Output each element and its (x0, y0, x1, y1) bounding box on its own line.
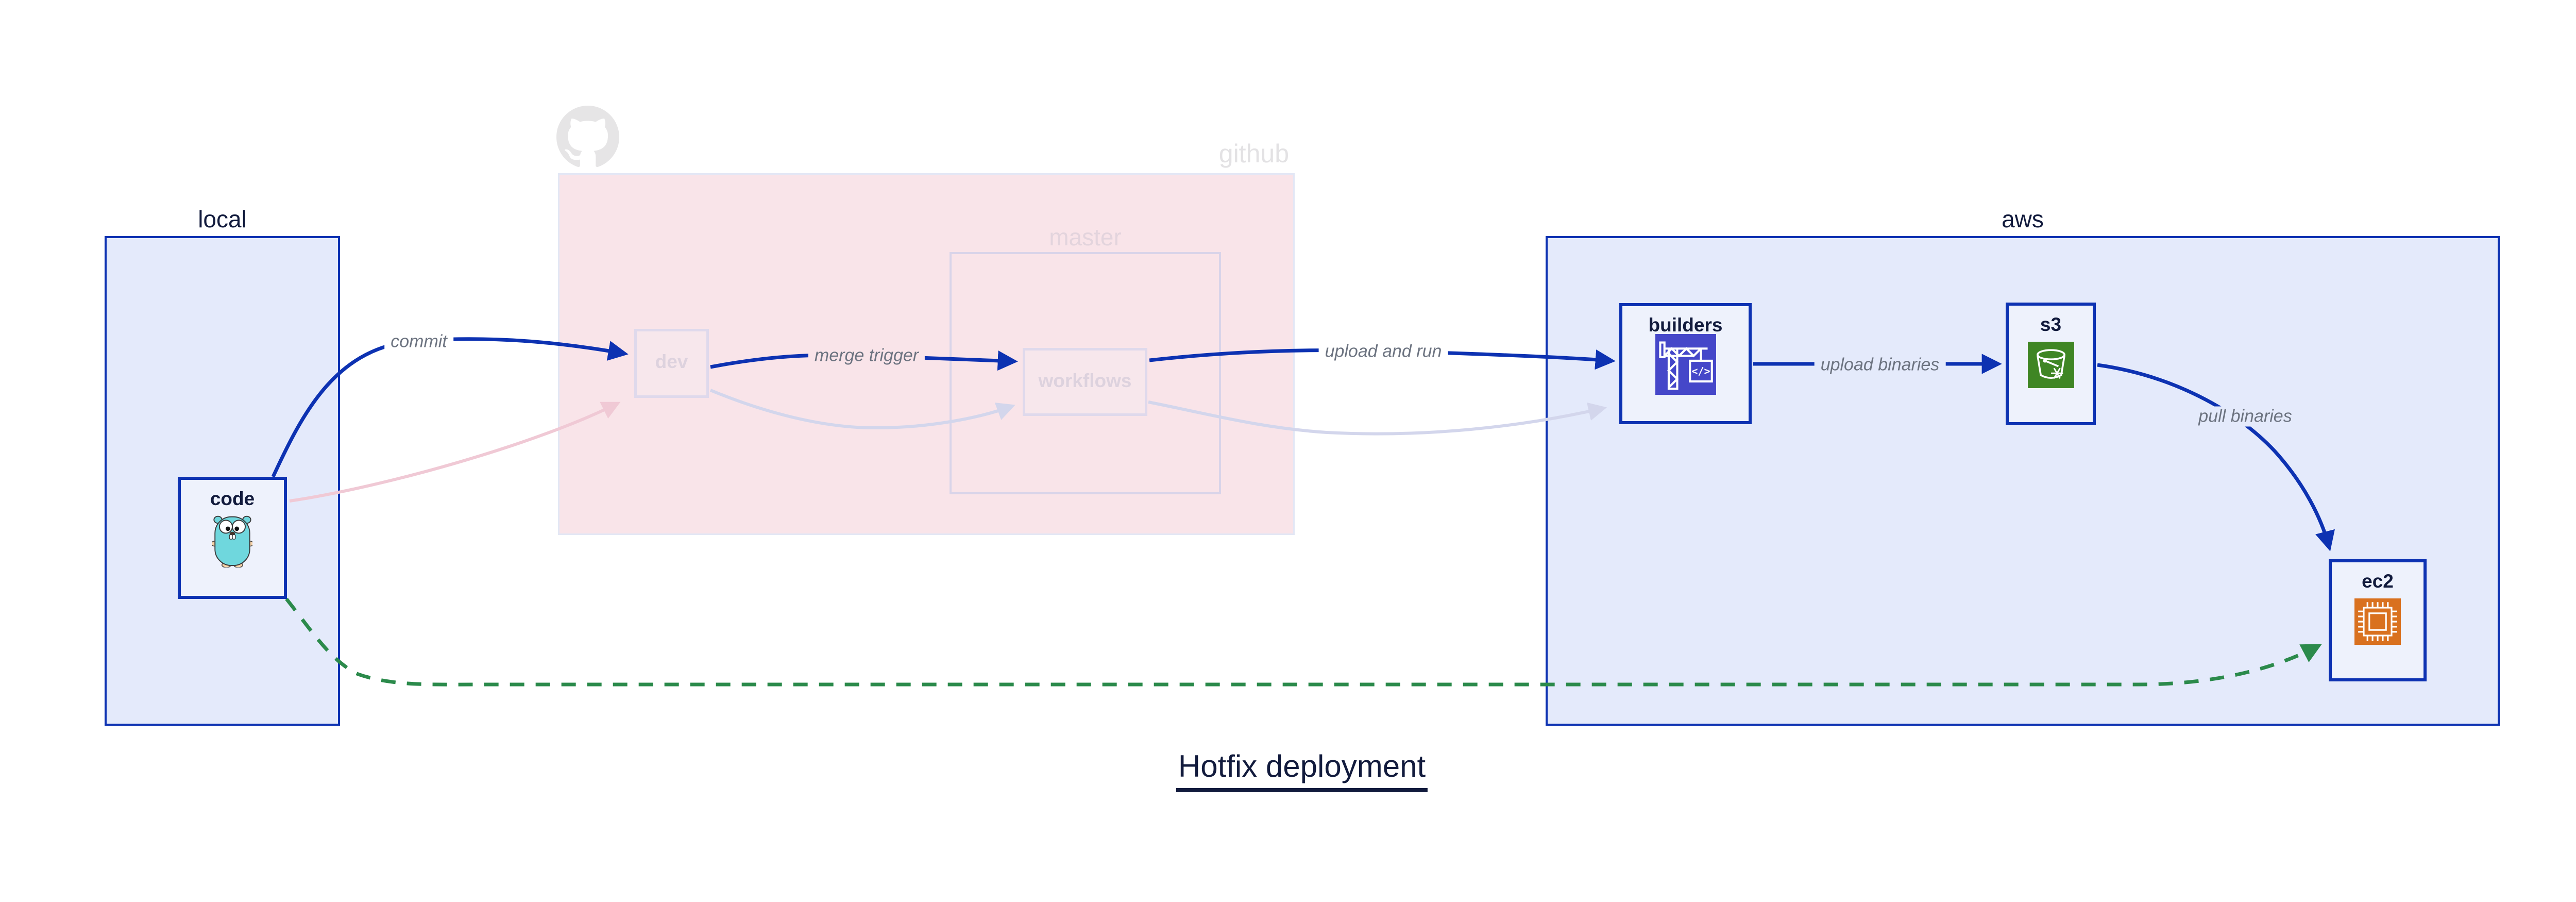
aws-ec2-chip-icon (2354, 598, 2401, 645)
diagram-title: Hotfix deployment (1176, 748, 1428, 792)
node-code: code (178, 477, 287, 599)
node-ec2: ec2 (2329, 559, 2427, 681)
node-workflows: workflows (1023, 348, 1147, 416)
node-builders: builders </> (1619, 303, 1752, 424)
aws-s3-glacier-bucket-icon (2027, 342, 2074, 388)
edge-label-pull-binaries: pull binaries (2192, 406, 2298, 427)
node-ec2-label: ec2 (2362, 571, 2394, 592)
github-octocat-icon (556, 106, 619, 169)
container-master-label: master (1049, 224, 1122, 250)
container-aws-label: aws (2002, 206, 2044, 232)
node-dev-label: dev (655, 351, 688, 372)
node-dev: dev (634, 329, 709, 398)
node-s3-label: s3 (2040, 314, 2062, 335)
go-gopher-icon (212, 515, 252, 567)
edge-label-merge-trigger: merge trigger (808, 345, 925, 366)
container-local-label: local (198, 206, 247, 232)
container-github-label: github (1218, 139, 1289, 168)
edge-label-upload-and-run: upload and run (1318, 341, 1448, 362)
edge-label-commit: commit (384, 331, 453, 352)
aws-codebuild-crane-icon: </> (1655, 334, 1716, 395)
svg-text:</>: </> (1691, 365, 1710, 377)
edge-label-upload-binaries: upload binaries (1814, 355, 1946, 375)
node-s3: s3 (2006, 303, 2096, 425)
node-code-label: code (210, 488, 255, 509)
node-builders-label: builders (1648, 314, 1723, 336)
node-workflows-label: workflows (1038, 370, 1132, 391)
